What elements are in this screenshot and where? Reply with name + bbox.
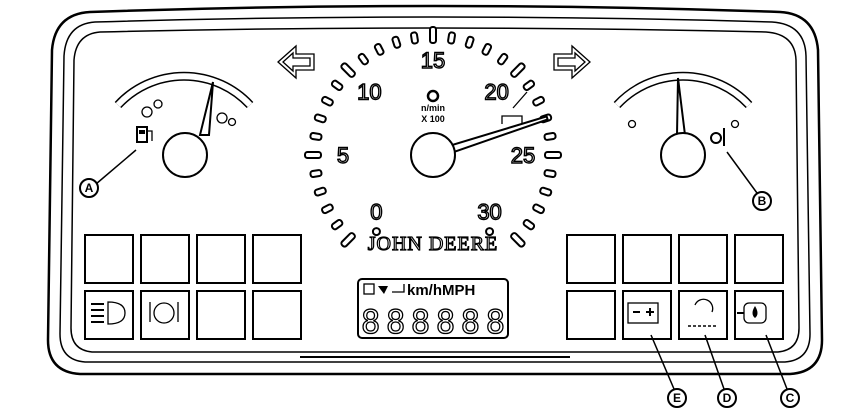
tach-tick xyxy=(330,79,344,92)
left-arrow-icon xyxy=(277,44,315,80)
tach-label: 0 xyxy=(370,200,382,225)
indicator-light xyxy=(140,290,190,340)
tach-dot xyxy=(485,227,495,237)
coolant-temperature-icon xyxy=(710,128,725,146)
callout-c: C xyxy=(765,334,800,408)
svg-text:D: D xyxy=(723,391,732,405)
tach-tick xyxy=(522,79,536,92)
tach-hub xyxy=(410,132,456,178)
tach-label: 25 xyxy=(511,143,535,168)
indicator-light xyxy=(734,234,784,284)
inner-bezel xyxy=(70,27,800,353)
tach-tick xyxy=(309,169,323,179)
tach-tick xyxy=(544,151,562,159)
tach-label: 5 xyxy=(337,143,349,168)
indicator-light xyxy=(566,290,616,340)
tach-tick xyxy=(539,186,553,197)
lcd-units: km/hMPH xyxy=(407,282,475,299)
park-brake-icon xyxy=(149,302,179,324)
tach-tick xyxy=(496,52,509,66)
headlight-icon xyxy=(91,301,126,325)
tachometer: 0 5 10 15 20 25 30 n/min X 100 xyxy=(304,26,562,248)
tach-tick xyxy=(481,43,493,56)
callout-a: A xyxy=(79,149,137,198)
tach-tick xyxy=(510,62,526,78)
svg-text:A: A xyxy=(85,181,94,195)
rpm-band-icon xyxy=(501,115,523,124)
tach-tick xyxy=(340,232,356,248)
tach-tick xyxy=(313,186,327,197)
indicator-light xyxy=(678,234,728,284)
tach-tick xyxy=(447,31,457,45)
tach-tick xyxy=(313,113,327,124)
coolant-gauge xyxy=(613,71,753,178)
indicator-light xyxy=(140,234,190,284)
indicator-light xyxy=(196,234,246,284)
indicator-light xyxy=(566,234,616,284)
oil-pressure-icon xyxy=(737,302,767,324)
fuel-gauge xyxy=(114,71,254,178)
tach-label: 20 xyxy=(484,79,508,104)
callout-b: B xyxy=(726,151,772,211)
tach-label: 15 xyxy=(421,48,445,73)
tach-tick xyxy=(543,169,557,179)
indicator-light xyxy=(622,234,672,284)
svg-text:C: C xyxy=(786,391,795,405)
fuel-needle xyxy=(198,81,214,136)
engine-icon xyxy=(426,89,440,103)
tach-tick xyxy=(309,131,323,141)
tach-tick xyxy=(429,26,437,44)
indicator-light xyxy=(734,290,784,340)
air-filter-icon xyxy=(688,298,716,327)
tach-tick xyxy=(304,151,322,159)
indicator-light xyxy=(252,290,302,340)
indicator-panel xyxy=(84,234,784,340)
tach-tick xyxy=(543,131,557,141)
tach-unit: n/min xyxy=(421,103,445,113)
lcd-display: km/hMPH 888888 xyxy=(357,278,509,342)
tach-tick xyxy=(340,62,356,78)
indicator-light xyxy=(622,290,672,340)
indicator-light xyxy=(678,290,728,340)
callout-d: D xyxy=(704,334,737,408)
indicator-light xyxy=(84,234,134,284)
indicator-light xyxy=(252,234,302,284)
tach-multiplier: X 100 xyxy=(421,114,445,124)
brand-logo: JOHN DEERE xyxy=(368,233,499,255)
tach-tick xyxy=(510,232,526,248)
fuel-pump-icon xyxy=(136,126,153,143)
tach-label: 30 xyxy=(477,200,501,225)
callout-e: E xyxy=(650,334,687,408)
svg-text:E: E xyxy=(673,391,681,405)
svg-text:B: B xyxy=(758,194,767,208)
tach-dot xyxy=(371,227,381,237)
tach-tick xyxy=(330,218,344,231)
right-arrow-icon xyxy=(553,44,591,80)
tach-tick xyxy=(391,35,402,49)
tach-tick xyxy=(522,218,536,231)
battery-icon xyxy=(627,302,659,324)
tach-tick xyxy=(532,203,545,215)
tach-tick xyxy=(532,95,545,107)
tach-tick xyxy=(373,43,385,56)
tach-tick xyxy=(321,95,334,107)
tach-tick xyxy=(464,35,475,49)
tach-label: 10 xyxy=(357,79,381,104)
tach-tick xyxy=(321,203,334,215)
tach-tick xyxy=(409,31,419,45)
indicator-light xyxy=(196,290,246,340)
tach-tick xyxy=(357,52,370,66)
